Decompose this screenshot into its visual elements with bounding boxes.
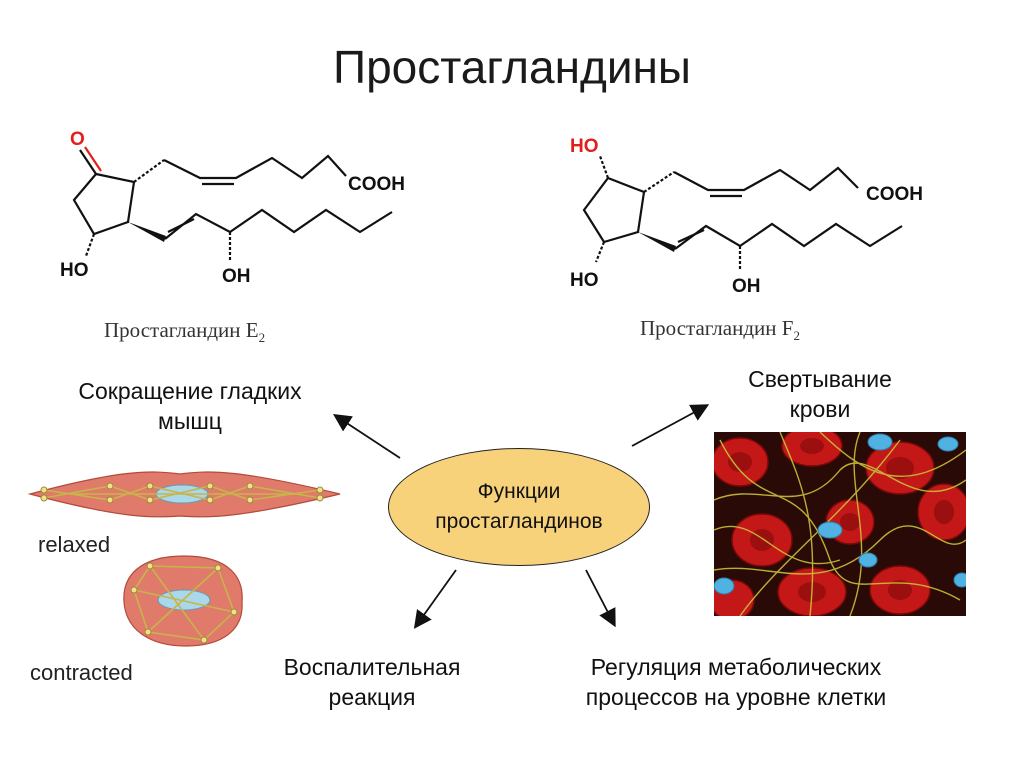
center-line1: Функции [477,480,561,503]
pgf2-structure [582,155,903,270]
metabolism-line2: процессов на уровне клетки [585,684,887,710]
pgf2-chain-oh: OH [732,276,761,297]
pgf2-caption-subscript: 2 [793,328,800,344]
muscle-relaxed-figure [27,471,341,518]
pgf2-cooh: COOH [866,184,923,205]
blood-clotting-line2: крови [789,396,851,422]
center-functions-ellipse: Функции простагландинов [388,448,650,566]
pgf2-ring-ho: HO [570,270,599,291]
pge2-cooh: COOH [348,174,405,195]
muscle-contracted-figure [123,555,243,647]
blood-clotting-line1: Свертывание [748,366,892,392]
blood-clot-image [714,432,966,616]
pgf2-top-ho: HO [570,136,599,157]
inflammation-line2: реакция [328,684,416,710]
function-inflammation: Воспалительная реакция [252,652,492,712]
pgf2-caption: Простагландин F2 [640,316,800,344]
arrows [332,404,710,629]
pge2-chain-oh: OH [222,266,251,287]
pge2-caption-text: Простагландин E [104,318,259,342]
smooth-muscle-line1: Сокращение гладких [78,378,302,404]
arrow-to-inflammation [413,569,457,629]
slide-title: Простагландины [333,41,691,93]
pge2-ring-ho: HO [60,260,89,281]
arrow-to-blood-clotting [631,404,710,447]
pge2-caption-subscript: 2 [258,330,266,346]
pge2-caption: Простагландин E2 [104,318,265,346]
arrow-to-metabolism [585,569,616,628]
pge2-ketone-oxygen: O [70,129,85,150]
inflammation-line1: Воспалительная [283,654,461,680]
contracted-label: contracted [30,660,133,685]
arrow-to-smooth-muscle [332,414,401,459]
pge2-structure [72,146,393,260]
function-metabolism: Регуляция метаболических процессов на ур… [536,652,936,712]
pgf2-caption-text: Простагландин F [640,316,794,340]
relaxed-label: relaxed [38,532,111,557]
function-smooth-muscle: Сокращение гладких мышц [40,376,340,436]
function-blood-clotting: Свертывание крови [710,364,930,424]
center-line2: простагландинов [435,510,603,533]
metabolism-line1: Регуляция метаболических [590,654,882,680]
smooth-muscle-line2: мышц [158,408,222,434]
